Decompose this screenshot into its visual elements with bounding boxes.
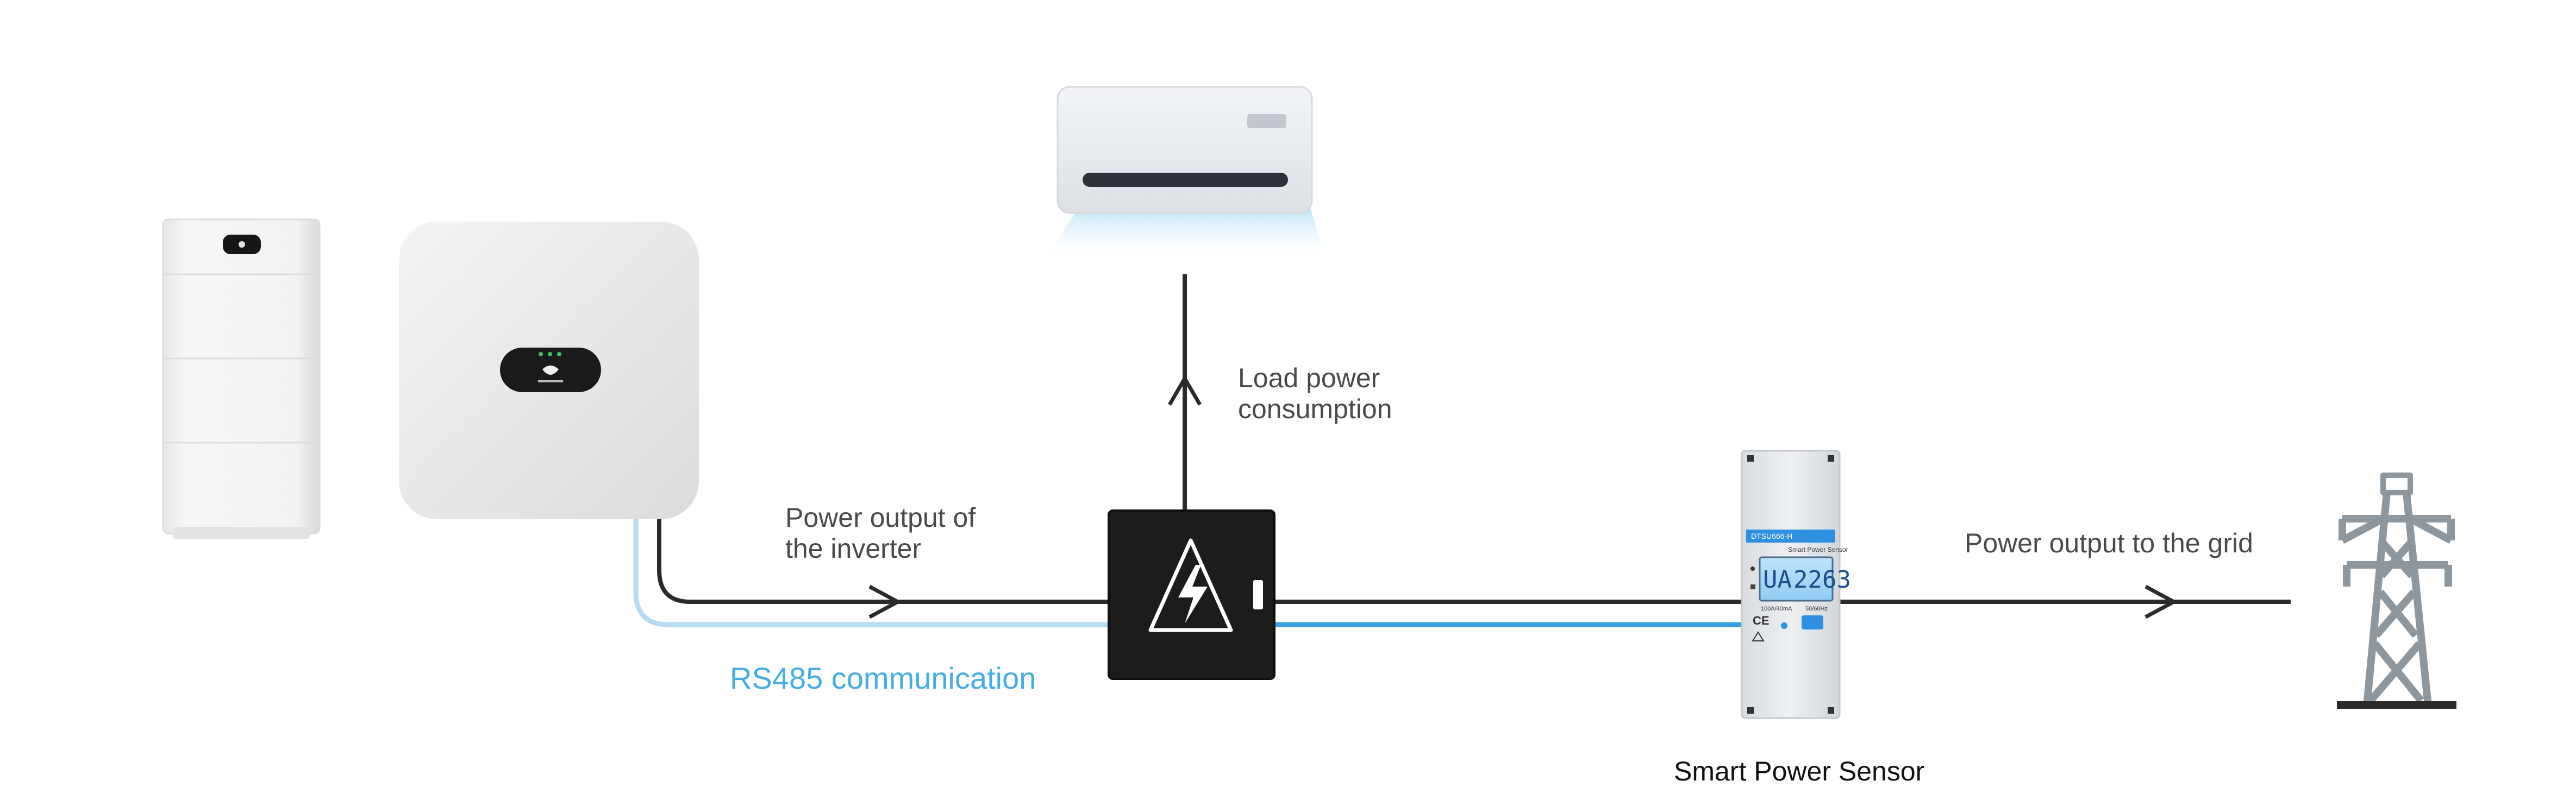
inverter-output-arrow	[868, 584, 902, 619]
svg-text:Smart Power Sensor: Smart Power Sensor	[1788, 546, 1848, 553]
svg-text:100A/40mA: 100A/40mA	[1761, 606, 1792, 612]
load-label-line2: consumption	[1238, 394, 1392, 424]
rs485-label: RS485 communication	[730, 661, 1036, 695]
grid-output-arrow	[2144, 584, 2178, 619]
load-arrow	[1167, 375, 1202, 406]
svg-text:UA: UA	[1763, 566, 1792, 594]
svg-text:2263: 2263	[1793, 566, 1851, 594]
inverter-output-label-line2: the inverter	[785, 533, 921, 564]
svg-text:DTSU666-H: DTSU666-H	[1751, 532, 1792, 540]
inverter-output-line	[657, 517, 1109, 604]
svg-text:CE: CE	[1753, 614, 1770, 627]
load-label-line1: Load power	[1238, 363, 1380, 393]
svg-text:50/60Hz: 50/60Hz	[1805, 606, 1828, 612]
power-pylon-icon	[2337, 473, 2456, 709]
sensor-label: Smart Power Sensor	[1674, 756, 1924, 786]
inverter-output-label-line1: Power output of	[785, 502, 976, 533]
air-conditioner-icon	[1043, 86, 1326, 261]
rs485-line-inverter	[633, 517, 1109, 627]
inverter-icon	[399, 222, 699, 519]
smart-power-sensor-icon: DTSU666-H Smart Power Sensor UA 2263 100…	[1741, 450, 1851, 719]
lightning-switchbox-icon	[1108, 509, 1276, 680]
grid-output-label: Power output to the grid	[1965, 528, 2253, 558]
battery-stack-icon	[162, 218, 321, 539]
